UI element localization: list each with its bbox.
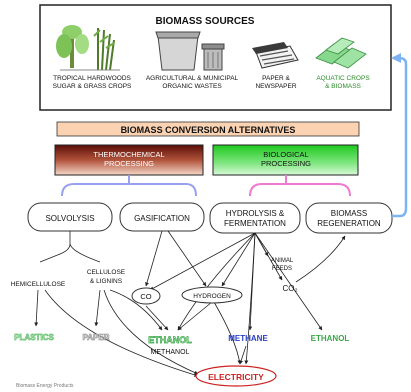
source-paper-line1: PAPER & [262,75,290,82]
aquatic-crops-illustration [315,37,367,69]
gasification-label: GASIFICATION [134,214,190,223]
bio-line1: BIOLOGICAL [263,150,308,159]
source-aquatic-line2: & BIOMASS [325,83,361,90]
solvolysis-label: SOLVOLYSIS [45,214,94,223]
footer-caption: Biomass Energy Products [16,383,74,389]
tropical-hardwoods-illustration [56,25,120,71]
co2-label: CO₂ [282,284,297,293]
bio-connector [249,175,351,197]
source-tropical-line2: SUGAR & GRASS CROPS [53,83,132,90]
source-waste-line2: ORGANIC WASTES [162,83,222,90]
bio-line2: PROCESSING [261,159,311,168]
flow-arrows [34,230,346,377]
biological-box [212,144,359,176]
electricity-product: ELECTRICITY [208,372,264,382]
source-aquatic-line1: AQUATIC CROPS [316,75,370,82]
co-label: CO [140,292,151,301]
hydrogen-label: HYDROGEN [193,293,231,300]
ethanol-right-product: ETHANOL [311,334,350,343]
electricity-node [195,365,277,387]
newspaper-illustration [252,42,299,69]
animal-feeds-line2: FEEDS [272,266,292,272]
cellulose-line1: CELLULOSE [87,269,126,276]
regeneration-feedback-arrow [391,53,408,218]
co-node [131,287,161,305]
methanol-product: METHANOL [151,349,190,356]
hydrogen-node [181,286,243,304]
cellulose-line2: & LIGNINS [90,278,123,285]
thermo-connector [61,175,197,197]
hydrolysis-line2: FERMENTATION [224,219,286,228]
biomass-sources-panel: BIOMASS SOURCES TROPICAL HARDWOODS SUGAR… [39,4,392,111]
source-tropical-line1: TROPICAL HARDWOODS [53,75,131,82]
animal-feeds-line1: ANIMAL [271,258,294,264]
sources-title: BIOMASS SOURCES [156,16,255,27]
source-paper-line2: NEWSPAPER [255,83,296,90]
conversion-title-bar [56,121,360,137]
hydrolysis-line1: HYDROLYSIS & [226,209,285,218]
plastics-product: PLASTICS [14,333,54,342]
hydrolysis-node [209,202,301,234]
organic-wastes-illustration [155,31,225,71]
paper-product: PAPER [83,333,110,342]
source-waste-line1: AGRICULTURAL & MUNICIPAL [146,75,239,82]
hemicellulose-label: HEMICELLULOSE [11,281,66,288]
methane-product: METHANE [228,334,268,343]
ethanol-left-product: ETHANOL [148,335,192,345]
regeneration-line1: BIOMASS [331,209,367,218]
thermo-line2: PROCESSING [104,159,154,168]
thermo-line1: THERMOCHEMICAL [93,150,164,159]
regeneration-node [305,202,393,234]
conversion-title: BIOMASS CONVERSION ALTERNATIVES [121,125,296,135]
thermochemical-box [54,144,204,176]
regeneration-line2: REGENERATION [317,219,381,228]
